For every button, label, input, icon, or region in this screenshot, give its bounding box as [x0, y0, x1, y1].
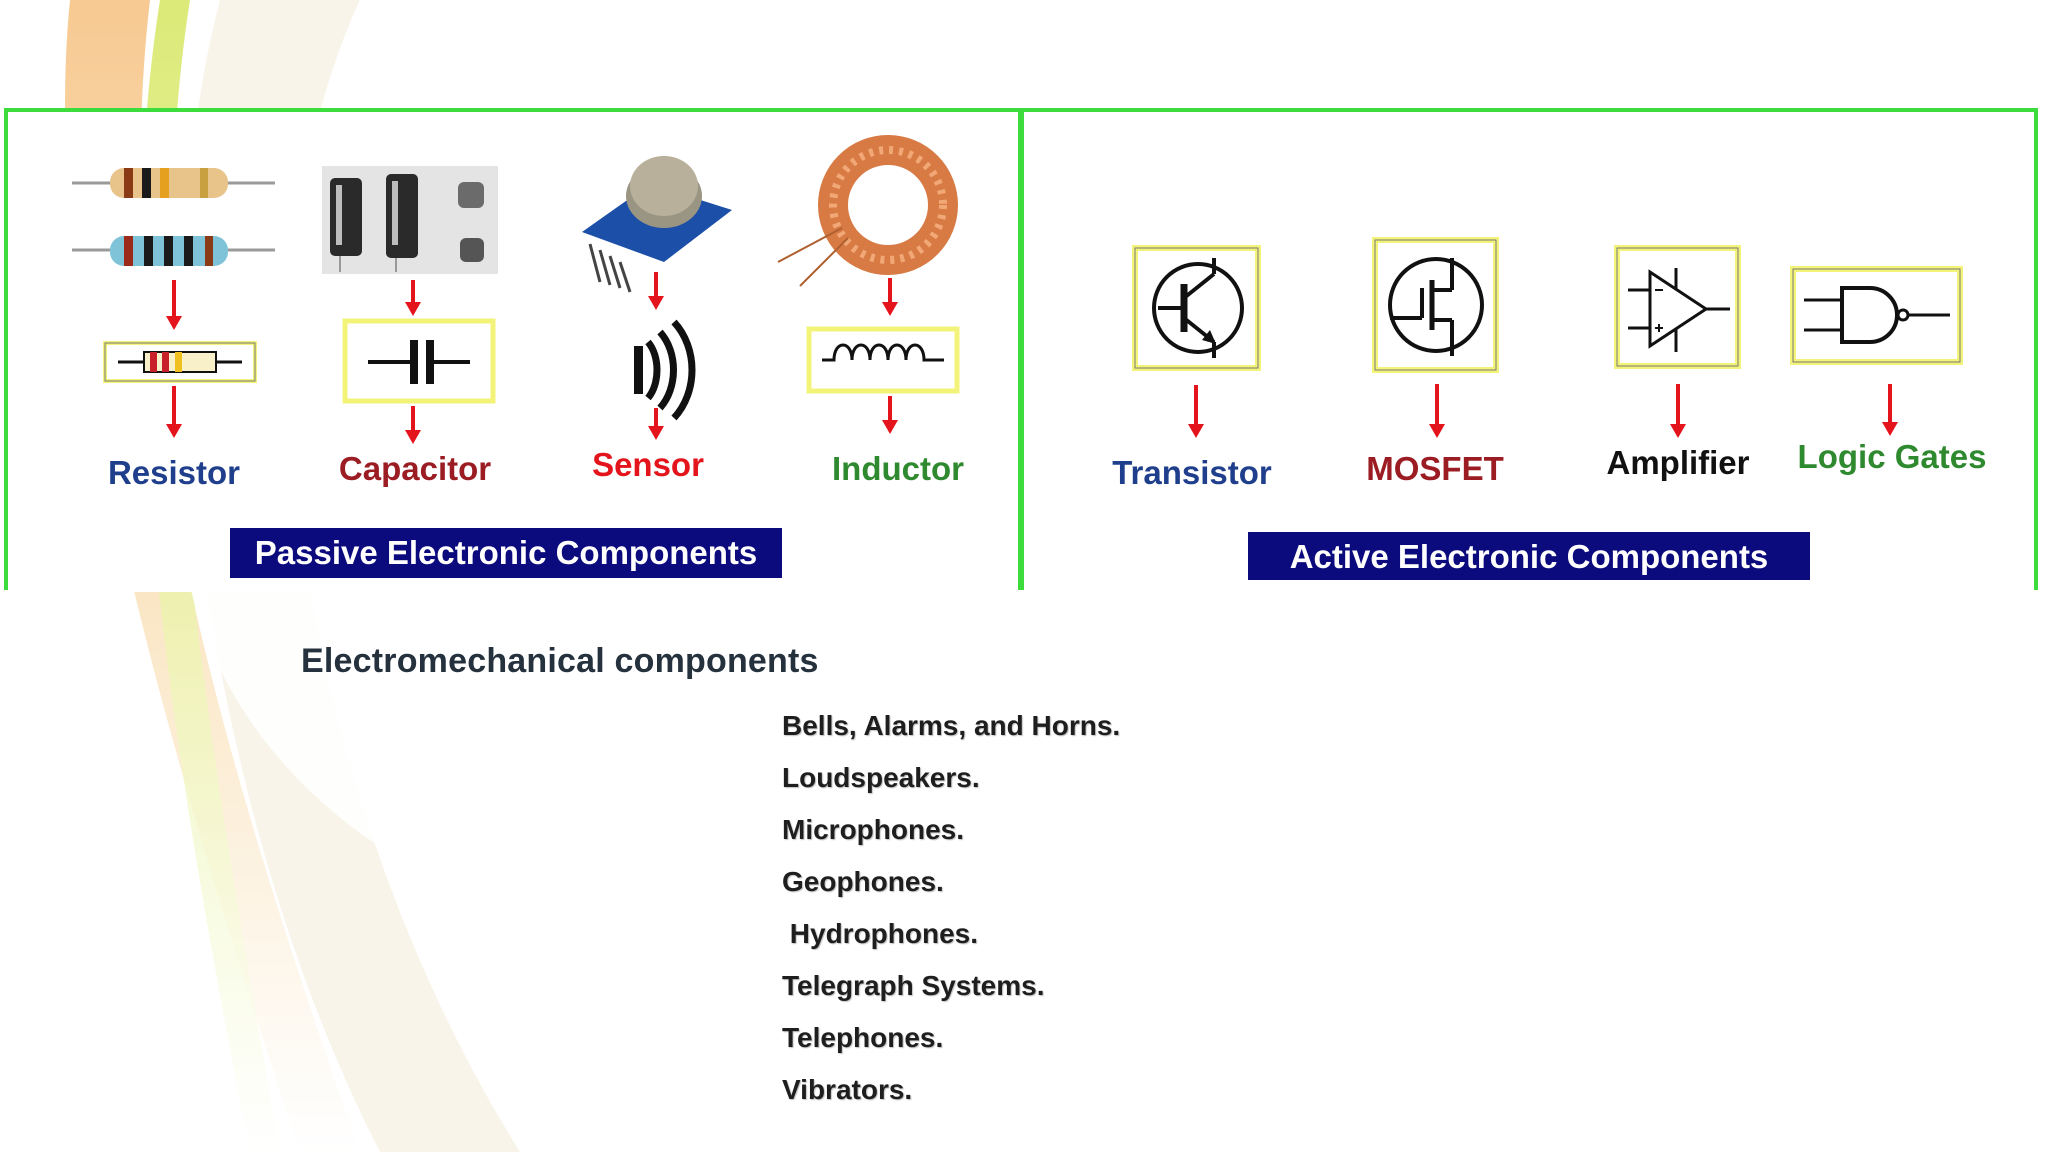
down-arrow	[405, 406, 421, 444]
down-arrow	[882, 278, 898, 316]
resistor-symbol	[103, 341, 257, 383]
active-banner	[1248, 532, 1810, 580]
list-item: Microphones.	[782, 814, 965, 845]
label-resistor: Resistor	[108, 454, 240, 491]
section-heading: Electromechanical components	[301, 642, 819, 680]
sensor-photo	[582, 156, 732, 293]
inductor-symbol	[806, 326, 960, 394]
label-logic-gates: Logic Gates	[1798, 438, 1987, 475]
label-mosfet: MOSFET	[1366, 450, 1504, 487]
passive-banner-title: Passive Electronic Components	[255, 534, 758, 571]
passive-banner	[230, 528, 782, 578]
down-arrow	[166, 280, 182, 330]
sensor-symbol	[634, 319, 696, 421]
list-item: Telegraph Systems.	[782, 970, 1045, 1001]
down-arrow	[648, 272, 664, 310]
label-transistor: Transistor	[1112, 454, 1272, 491]
label-inductor: Inductor	[832, 450, 964, 487]
capacitor-photo	[322, 166, 498, 274]
down-arrow	[882, 396, 898, 434]
capacitor-symbol	[342, 318, 496, 404]
list-item: Telephones.	[782, 1022, 944, 1053]
down-arrow	[166, 386, 182, 438]
active-banner-title: Active Electronic Components	[1290, 538, 1769, 575]
down-arrow	[1670, 384, 1686, 438]
label-amplifier: Amplifier	[1606, 444, 1749, 481]
down-arrow	[1188, 385, 1204, 438]
list-item: Vibrators.	[782, 1074, 913, 1105]
down-arrow	[1429, 384, 1445, 438]
arrows	[166, 272, 1898, 444]
transistor-symbol	[1132, 245, 1261, 371]
amplifier-symbol	[1614, 245, 1741, 369]
label-sensor: Sensor	[592, 446, 704, 483]
logic-gate-symbol	[1790, 266, 1963, 365]
down-arrow	[1882, 384, 1898, 436]
label-capacitor: Capacitor	[339, 450, 491, 487]
mosfet-symbol	[1372, 237, 1499, 373]
electromechanical-list: Bells, Alarms, and Horns. Loudspeakers. Mi…	[782, 700, 1120, 1116]
list-item: Geophones.	[782, 866, 944, 897]
list-item: Hydrophones.	[782, 918, 979, 949]
list-item: Loudspeakers.	[782, 762, 980, 793]
list-item: Bells, Alarms, and Horns.	[782, 710, 1121, 741]
resistor-photo	[72, 168, 275, 266]
inductor-photo	[777, 135, 958, 287]
components-diagram: Resistor Capacitor Sensor Inductor Trans…	[4, 108, 2040, 592]
down-arrow	[405, 280, 421, 316]
down-arrow	[648, 408, 664, 440]
